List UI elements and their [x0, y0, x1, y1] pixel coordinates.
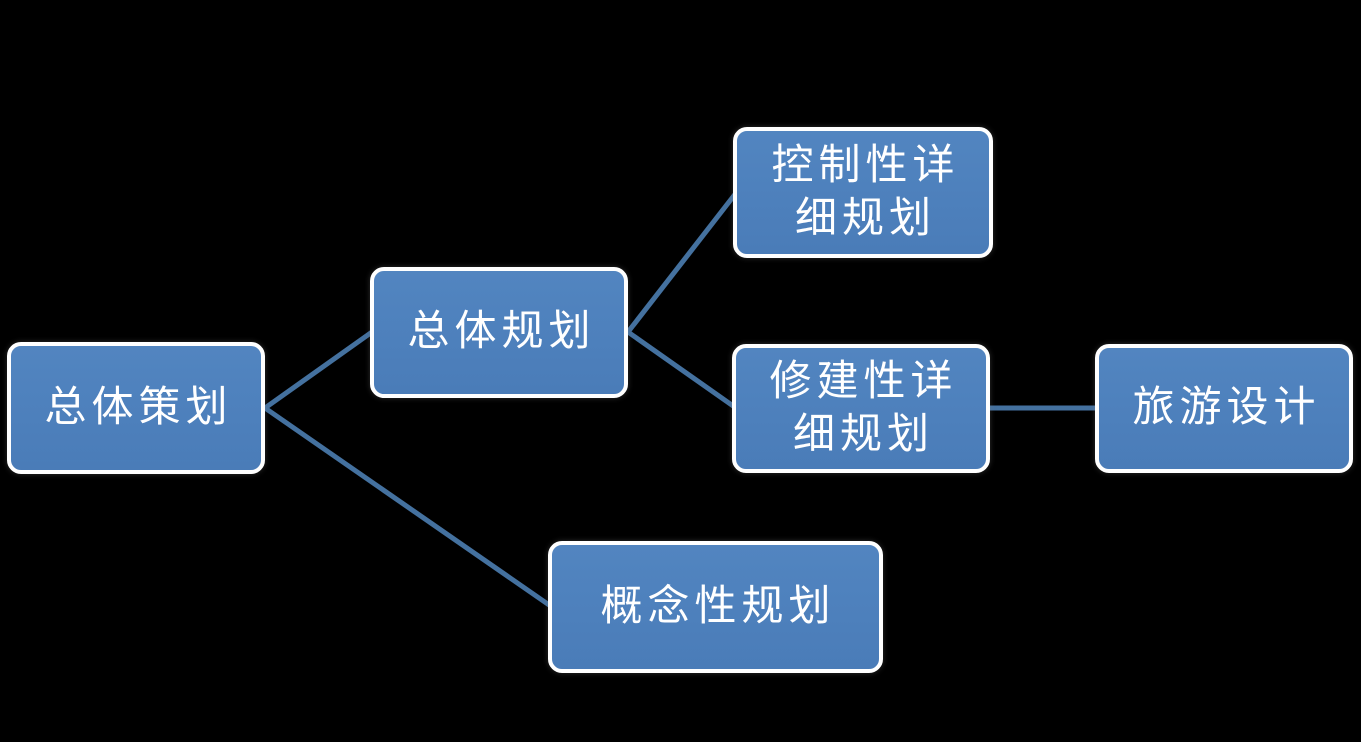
- connector-cehua-to-gainianxing: [263, 405, 554, 610]
- node-lvyou-sheji: 旅游设计: [1095, 344, 1353, 473]
- connector-cehua-to-guihua: [263, 329, 374, 411]
- node-label: 修建性详: [769, 359, 958, 406]
- node-label-line2: 细规划: [792, 411, 934, 458]
- node-zongti-guihua: 总体规划: [370, 267, 628, 398]
- node-gainianxing-guihua: 概念性规划: [548, 541, 883, 673]
- connector-guihua-to-kongzhixing: [626, 191, 738, 334]
- node-kongzhixing-xiangxi-guihua: 控制性详 细规划: [733, 127, 993, 258]
- node-label: 控制性详: [771, 143, 960, 190]
- node-label: 概念性规划: [600, 583, 836, 630]
- node-zongti-cehua: 总体策划: [7, 342, 265, 474]
- node-label: 总体策划: [44, 384, 233, 431]
- node-label-line2: 细规划: [794, 195, 936, 242]
- node-xiujianxing-xiangxi-guihua: 修建性详 细规划: [732, 344, 990, 473]
- connector-guihua-to-xiujianxing: [626, 329, 738, 411]
- node-label: 旅游设计: [1132, 385, 1321, 432]
- node-label: 总体规划: [407, 309, 596, 356]
